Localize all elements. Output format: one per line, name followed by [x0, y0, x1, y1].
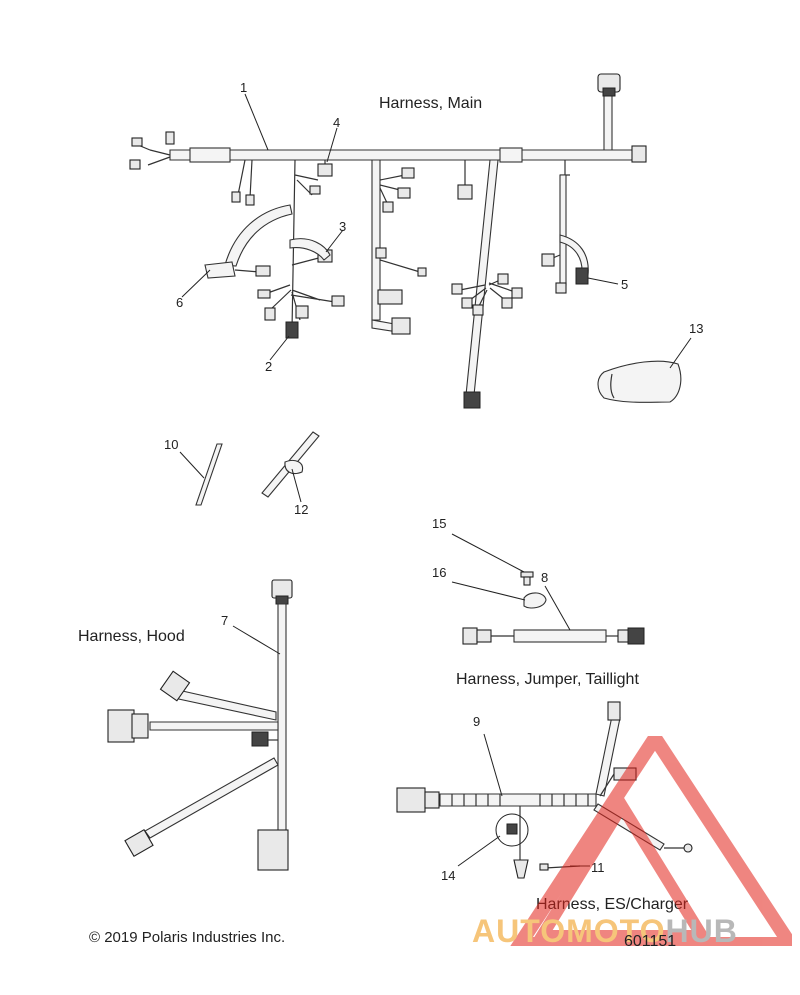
- watermark-text-part1: AUTOMOTO: [472, 913, 666, 949]
- callout-5: 5: [621, 277, 628, 292]
- copyright-text: © 2019 Polaris Industries Inc.: [89, 929, 286, 946]
- callout-16: 16: [432, 565, 446, 580]
- callout-6: 6: [176, 295, 183, 310]
- callout-1: 1: [240, 80, 247, 95]
- callout-10: 10: [164, 437, 178, 452]
- es-charger-harness-label: Harness, ES/Charger: [536, 896, 689, 913]
- cable-tie-10: [195, 443, 223, 506]
- callout-9: 9: [473, 714, 480, 729]
- watermark-text-part2: HUB: [665, 913, 738, 949]
- main-harness-label: Harness, Main: [379, 95, 482, 112]
- leader-lines: [179, 93, 692, 867]
- taillight-jumper: [462, 571, 645, 645]
- callout-11: 11: [591, 860, 605, 875]
- callout-12: 12: [294, 502, 308, 517]
- callout-13: 13: [689, 321, 703, 336]
- taillight-harness-label: Harness, Jumper, Taillight: [456, 671, 639, 688]
- clip-12: [261, 431, 320, 498]
- drawing-number: 601151: [624, 933, 677, 950]
- callout-3: 3: [339, 219, 346, 234]
- main-harness: [129, 73, 647, 409]
- boot-13: [597, 360, 682, 403]
- watermark-text: AUTOMOTOHUB: [472, 913, 738, 950]
- watermark-logo: [510, 736, 792, 946]
- callout-7: 7: [221, 613, 228, 628]
- callout-4: 4: [333, 115, 340, 130]
- hood-harness: [107, 579, 293, 871]
- callout-14: 14: [441, 868, 455, 883]
- callout-15: 15: [432, 516, 446, 531]
- callout-2: 2: [265, 359, 272, 374]
- hood-harness-label: Harness, Hood: [78, 628, 185, 645]
- callout-8: 8: [541, 570, 548, 585]
